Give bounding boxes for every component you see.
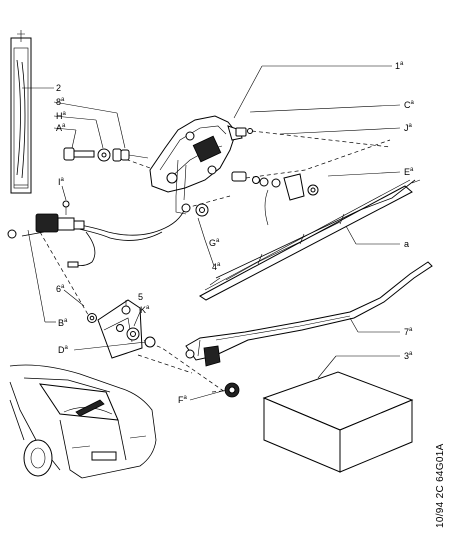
car-rear-illustration bbox=[9, 364, 157, 479]
wiper-blade bbox=[199, 179, 421, 301]
callout-8a: 8a bbox=[56, 97, 65, 107]
callout-2: 2 bbox=[56, 83, 61, 93]
callout-4a: 4a bbox=[212, 262, 221, 272]
shaft-washers bbox=[264, 173, 319, 226]
callout-ga: Ga bbox=[209, 238, 220, 248]
arm-nut-cap bbox=[224, 382, 240, 398]
callout-labels: 1a 2 8a Ha Aa Ca Ja Ia Ea Ga a 4a 6a 5 K… bbox=[56, 61, 415, 405]
callout-ba: Ba bbox=[58, 318, 68, 328]
callout-aa: Aa bbox=[56, 123, 66, 133]
callout-3a: 3a bbox=[404, 351, 413, 361]
callout-ja: Ja bbox=[404, 123, 413, 133]
packaging-box bbox=[262, 371, 414, 473]
callout-ea: Ea bbox=[404, 167, 414, 177]
callout-7a: 7a bbox=[404, 327, 413, 337]
callout-fa: Fa bbox=[178, 395, 188, 405]
grommet-bracket bbox=[175, 196, 209, 217]
leader-lines bbox=[22, 65, 401, 401]
callout-a: a bbox=[404, 239, 409, 249]
callout-6a: 6a bbox=[56, 284, 65, 294]
callout-ca: Ca bbox=[404, 100, 415, 110]
wiper-motor-bracket bbox=[149, 115, 243, 201]
callout-da: Da bbox=[58, 345, 69, 355]
callout-1a: 1a bbox=[395, 61, 404, 71]
reference-code: 10/94 2C 64G01A bbox=[435, 443, 446, 528]
callout-ia: Ia bbox=[58, 177, 65, 187]
blade-refill-card bbox=[10, 30, 32, 194]
wiring-harness bbox=[7, 200, 187, 268]
callout-5: 5 bbox=[138, 292, 143, 302]
wiper-arm bbox=[185, 261, 433, 367]
mounting-bolt-stack bbox=[63, 147, 149, 162]
callout-ka: Ka bbox=[140, 305, 150, 315]
callout-ha: Ha bbox=[56, 111, 67, 121]
